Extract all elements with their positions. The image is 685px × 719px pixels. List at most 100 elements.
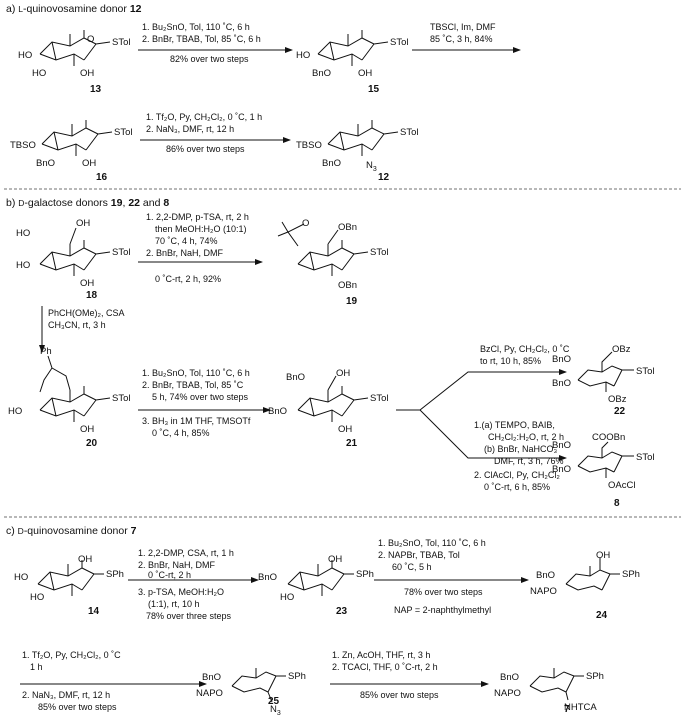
cond-b5-line2: CH₂Cl₂:H₂O, rt, 2 h <box>488 432 564 442</box>
compound-label-8: 8 <box>614 498 620 509</box>
cond-c3-line3: 2. NaN₃, DMF, rt, 12 h <box>22 690 110 700</box>
cond-b5-line3: (b) BnBr, NaHCO₃ <box>484 444 558 454</box>
bno-label: BnO <box>322 158 341 169</box>
cond-c3-line1: 1. Tf₂O, Py, CH₂Cl₂, 0 ˚C <box>22 650 121 660</box>
obn-label: OBn <box>338 222 357 233</box>
bno-label: BnO <box>536 570 555 581</box>
cond-a2-line1: TBSCl, Im, DMF <box>430 22 496 32</box>
oh-label: OH <box>596 550 610 561</box>
obz-label: OBz <box>608 394 627 405</box>
cond-a1-line1: 1. Bu₂SnO, Tol, 110 ˚C, 6 h <box>142 22 250 32</box>
napo-label: NAPO <box>530 586 557 597</box>
compound-label-13: 13 <box>90 84 102 95</box>
compound-label-15: 15 <box>368 84 380 95</box>
cond-c3-line4: 85% over two steps <box>38 702 117 712</box>
bno-label: BnO <box>258 572 277 583</box>
ho-label: HO <box>16 260 30 271</box>
sph-label: SPh <box>586 671 604 682</box>
compound-label-22: 22 <box>614 406 626 417</box>
obn-label: OBn <box>338 280 357 291</box>
oh-label: OH <box>80 424 94 435</box>
stol-label: STol <box>400 127 418 138</box>
cond-c1-line1: 1. 2,2-DMP, CSA, rt, 1 h <box>138 548 234 558</box>
bno-label: BnO <box>268 406 287 417</box>
cond-c4-yield: 85% over two steps <box>360 690 439 700</box>
cond-b2-line2: CH₃CN, rt, 3 h <box>48 320 106 330</box>
cond-c1-line3: 0 ˚C-rt, 2 h <box>148 570 191 580</box>
stol-label: STol <box>370 247 388 258</box>
bno-label: BnO <box>36 158 55 169</box>
ho-label: HO <box>18 50 32 61</box>
compound-13-structure: STol HO HO OH O <box>18 29 130 79</box>
cond-b5-line1: 1.(a) TEMPO, BAIB, <box>474 420 555 430</box>
bno-label: BnO <box>312 68 331 79</box>
compound-20-structure: Ph STol HO OH <box>8 346 130 435</box>
bno-label: BnO <box>500 672 519 683</box>
napo-label: NAPO <box>196 688 223 699</box>
cond-a2-line2: 85 ˚C, 3 h, 84% <box>430 34 493 44</box>
tbso-label: TBSO <box>296 140 322 151</box>
bno-label: BnO <box>552 378 571 389</box>
compound-label-24: 24 <box>596 610 608 621</box>
cond-b5-line5: 2. ClAcCl, Py, CH₂Cl₂ <box>474 470 560 480</box>
compound-label-12: 12 <box>378 172 390 183</box>
oh-label: OH <box>80 68 94 79</box>
cond-b3-line3: 5 h, 74% over two steps <box>152 392 249 402</box>
ho-label: HO <box>16 228 30 239</box>
compound-label-14: 14 <box>88 606 100 617</box>
cond-c4-line2: 2. TCACl, THF, 0 ˚C-rt, 2 h <box>332 662 438 672</box>
cond-b2-line1: PhCH(OMe)₂, CSA <box>48 308 125 318</box>
cond-a1-yield: 82% over two steps <box>170 54 249 64</box>
stol-label: STol <box>636 452 654 463</box>
compound-18-structure: STol HO OH HO OH <box>16 218 130 289</box>
coobn-label: COOBn <box>592 432 625 443</box>
compound-label-7: 7 <box>564 704 570 715</box>
cond-a3-line1: 1. Tf₂O, Py, CH₂Cl₂, 0 ˚C, 1 h <box>146 112 262 122</box>
stol-label: STol <box>112 247 130 258</box>
cond-b4-line2: to rt, 10 h, 85% <box>480 356 541 366</box>
sph-label: SPh <box>622 569 640 580</box>
stol-label: STol <box>112 393 130 404</box>
oh-label: OH <box>338 424 352 435</box>
cond-b1-line4: 2. BnBr, NaH, DMF <box>146 248 224 258</box>
sph-label: SPh <box>356 569 374 580</box>
nhtca-label: NHTCA <box>564 702 597 713</box>
obz-label: OBz <box>612 344 631 355</box>
cond-c2-line3: 60 ˚C, 5 h <box>392 562 432 572</box>
stol-label: STol <box>636 366 654 377</box>
reaction-arrow-branch-up <box>396 369 567 411</box>
compound-label-16: 16 <box>96 172 108 183</box>
nap-definition: NAP = 2-naphthylmethyl <box>394 605 491 615</box>
ring-oxygen: O <box>302 218 309 229</box>
cond-b1-line1: 1. 2,2-DMP, p-TSA, rt, 2 h <box>146 212 249 222</box>
oh-label: OH <box>80 278 94 289</box>
ho-label: HO <box>296 50 310 61</box>
cond-b1-line3: 70 ˚C, 4 h, 74% <box>155 236 218 246</box>
compound-21-structure: STol BnO OH BnO OH <box>268 368 388 435</box>
bno-label: BnO <box>286 372 305 383</box>
napo-label: NAPO <box>494 688 521 699</box>
stol-label: STol <box>390 37 408 48</box>
oh-label: OH <box>358 68 372 79</box>
cond-b5-line4: DMF, rt, 3 h, 76% <box>494 456 564 466</box>
oh-label: OH <box>336 368 350 379</box>
ho-label: HO <box>14 572 28 583</box>
sph-label: SPh <box>106 569 124 580</box>
ring-oxygen: O <box>87 34 94 45</box>
section-a-title: a) L-quinovosamine donor 12 <box>6 3 142 15</box>
compound-label-18: 18 <box>86 290 98 301</box>
cond-c4-line1: 1. Zn, AcOH, THF, rt, 3 h <box>332 650 430 660</box>
cond-b5-line6: 0 ˚C-rt, 6 h, 85% <box>484 482 550 492</box>
azide-label: N3 <box>366 160 377 173</box>
ho-label: HO <box>32 68 46 79</box>
reaction-arrow-branch-down <box>419 409 567 461</box>
compound-label-21: 21 <box>346 438 358 449</box>
cond-b3-line4: 3. BH₃ in 1M THF, TMSOTf <box>142 416 251 426</box>
azide-label: N3 <box>270 704 281 717</box>
ho-label: HO <box>280 592 294 603</box>
bno-label: BnO <box>552 440 571 451</box>
compound-label-23: 23 <box>336 606 348 617</box>
phenyl-label: Ph <box>40 346 52 357</box>
oh-label: OH <box>82 158 96 169</box>
